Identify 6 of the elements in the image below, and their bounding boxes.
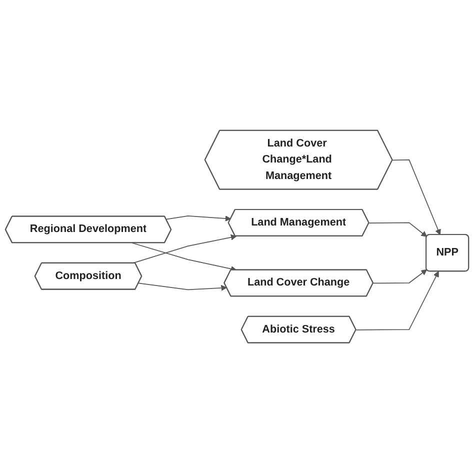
arrow bbox=[372, 270, 428, 284]
arrow bbox=[392, 160, 441, 236]
arrow bbox=[166, 216, 232, 222]
arrow bbox=[368, 222, 428, 238]
arrow bbox=[356, 272, 439, 331]
arrow bbox=[138, 283, 227, 292]
